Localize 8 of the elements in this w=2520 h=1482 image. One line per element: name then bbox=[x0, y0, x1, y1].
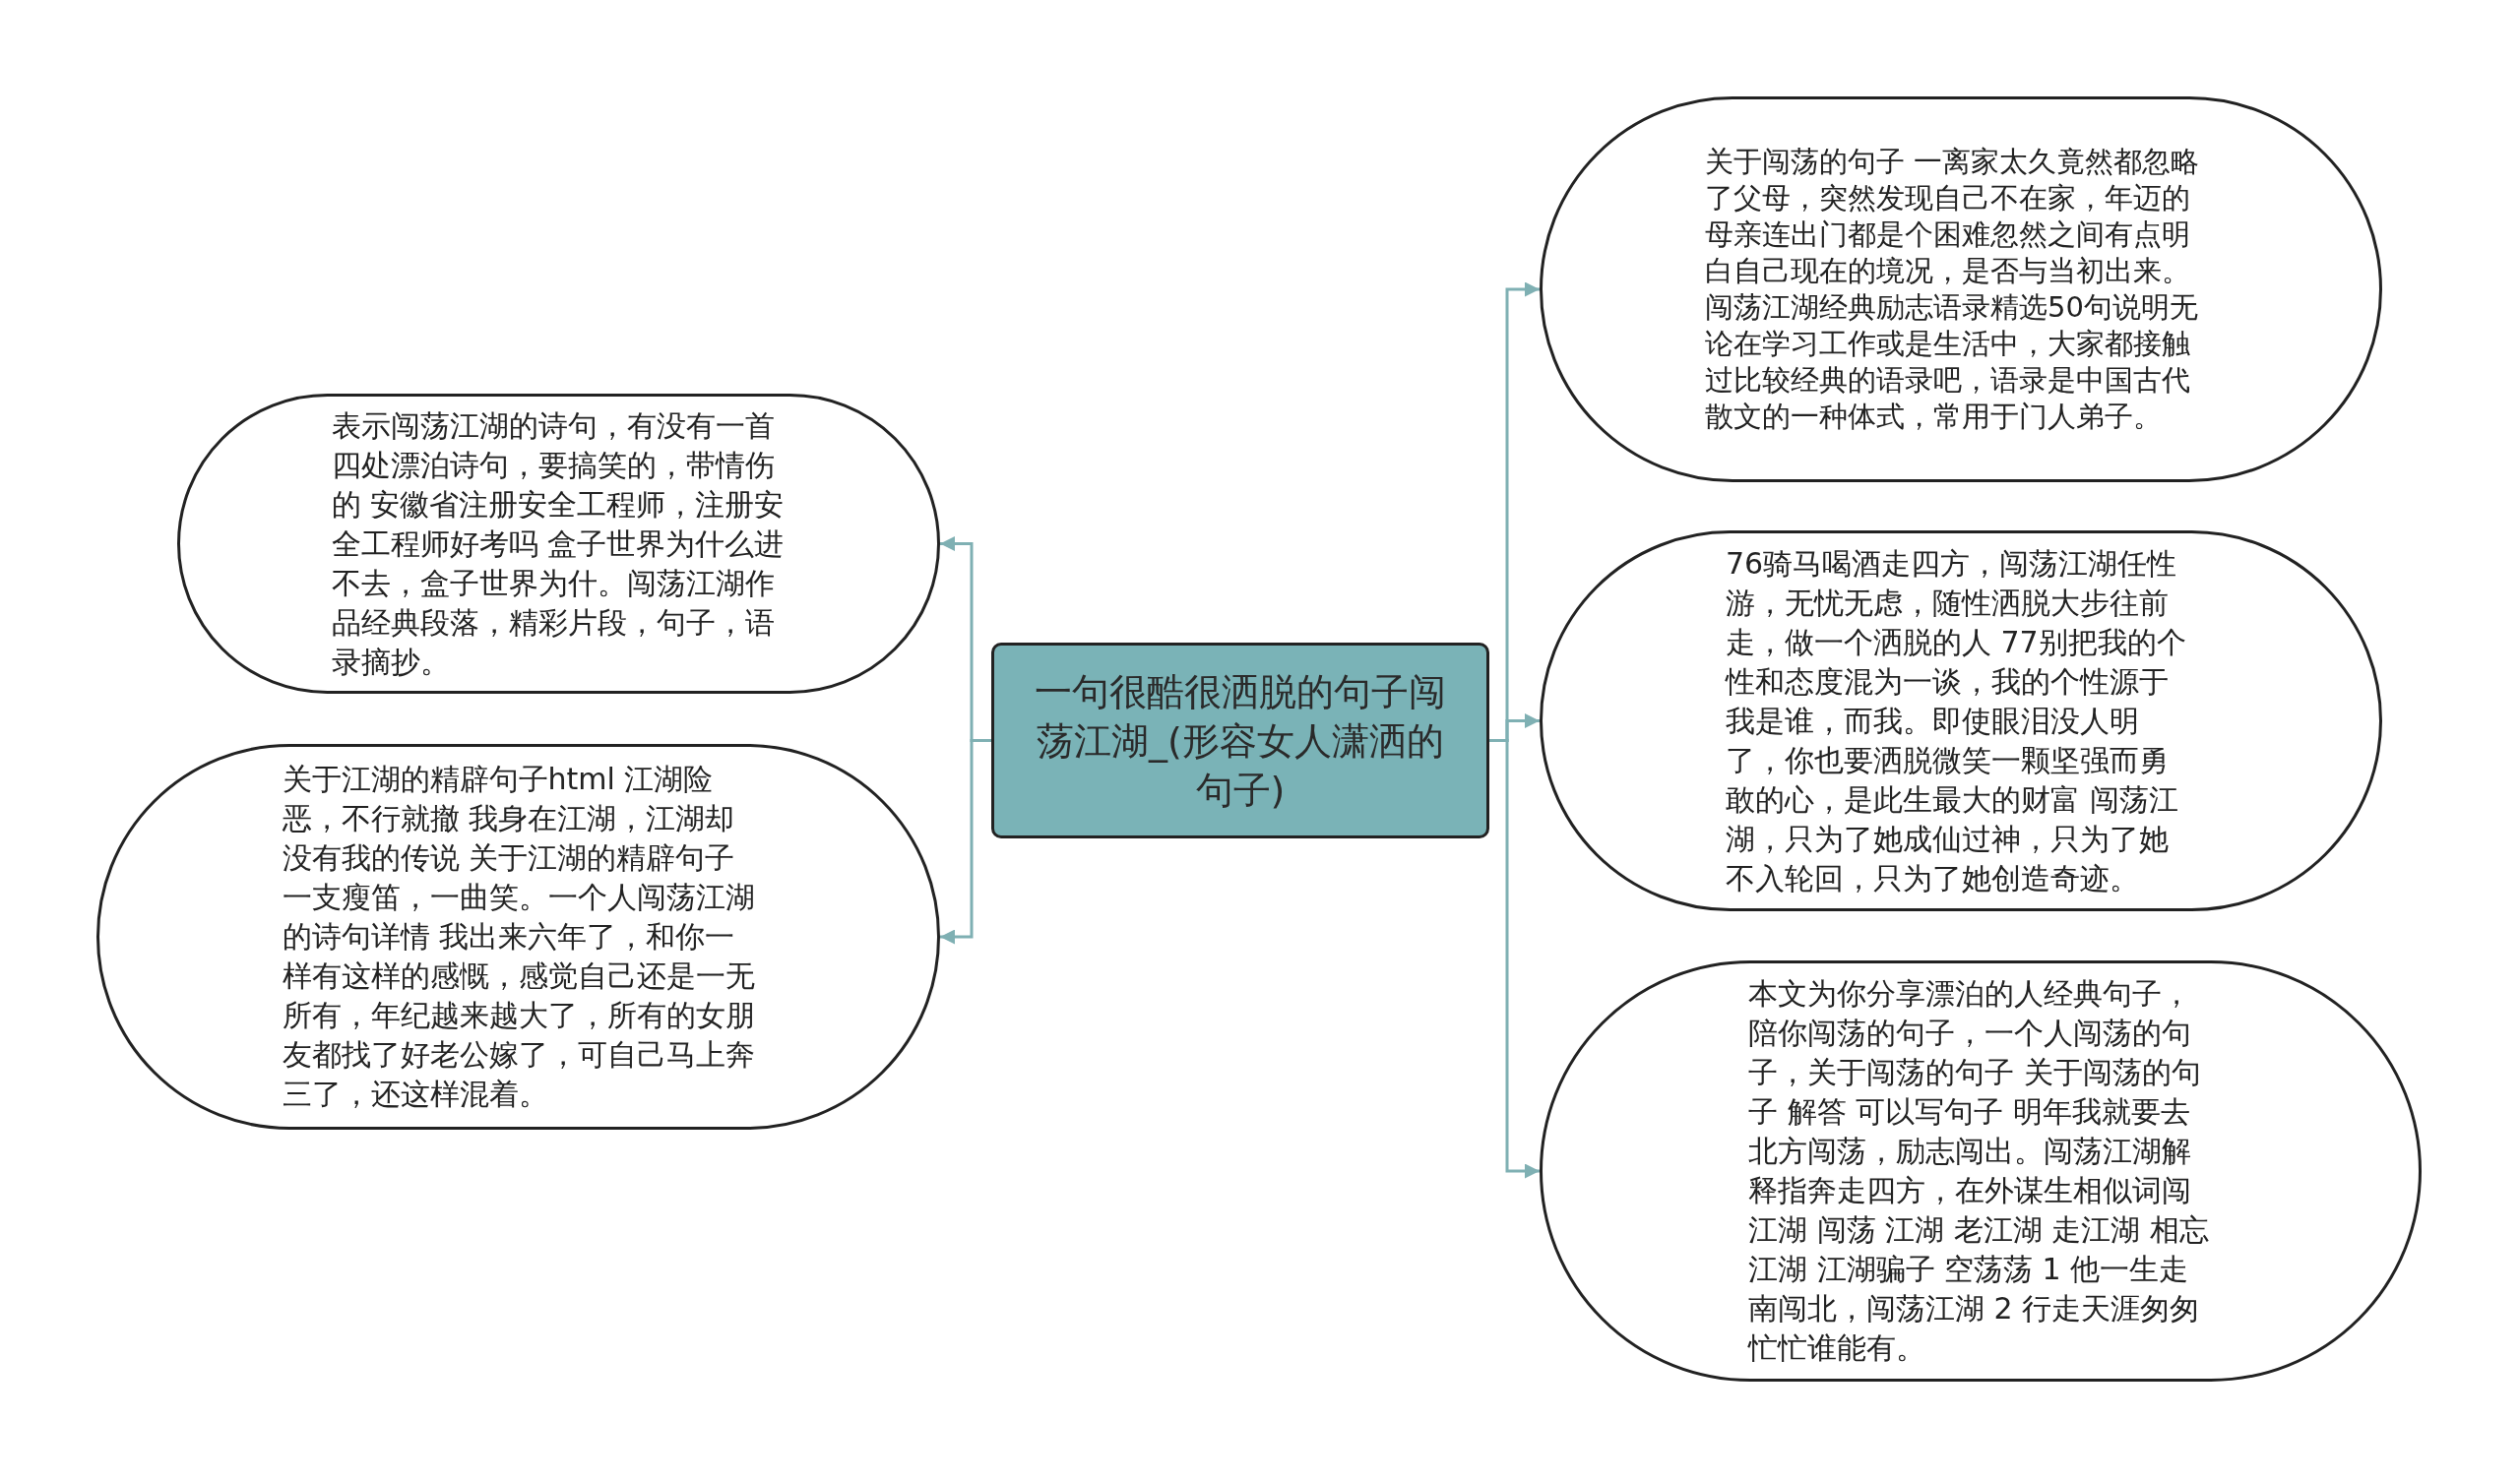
paragraph: 表示闯荡江湖的诗句，有没有一首四处漂泊诗句，要搞笑的，带情伤的 安徽省注册安全工程师，注册安全工程师好考吗 盒子世界为什么进不去，盒子世界为什。闯荡江湖作品经典段落，精彩片段，句子，语录摘抄。 bbox=[331, 406, 786, 681]
paragraph: 76骑马喝酒走四方，闯荡江湖任性游，无忧无虑，随性洒脱大步往前走，做一个洒脱的人 77别把我的个性和态度混为一谈，我的个性源于我是谁，而我。即使眼泪没人明了，你也要洒脱微笑一颗坚强而勇敢的心，是此生最大的财富 闯荡江湖，只为了她成仙过神，只为了她不入轮回，只为了她创造奇迹。 bbox=[1726, 544, 2187, 897]
paragraph: 关于闯荡的句子 一离家太久竟然都忽略了父母，突然发现自己不在家，年迈的母亲连出门都是个困难忽然之间有点明白自己现在的境况，是否与当初出来。闯荡江湖经典励志语录精选50句说明无论在学习工作或是生活中，大家都接触过比较经典的语录吧，语录是中国古代散文的一种体式，常用于门人弟子。 bbox=[1705, 144, 2201, 435]
topic-title: 一句很酷很洒脱的句子闯荡江湖_(形容女人潇洒的句子) bbox=[1034, 668, 1447, 814]
connector-arrow bbox=[1489, 739, 1540, 1179]
topic-box bbox=[991, 643, 1489, 838]
paragraph: 关于江湖的精辟句子html 江湖险恶，不行就撤 我身在江湖，江湖却没有我的传说 关于江湖的精辟句子一支瘦笛，一曲笑。一个人闯荡江湖的诗句详情 我出来六年了，和你一样有这样的感慨，感觉自己还是一无所有，年纪越来越大了，所有的女朋友都找了好老公嫁了，可自己马上奔三了，还这样混着。 bbox=[282, 761, 755, 1113]
paragraph: 本文为你分享漂泊的人经典句子，陪你闯荡的句子，一个人闯荡的句子，关于闯荡的句子 关于闯荡的句子 解答 可以写句子 明年我就要去北方闯荡，励志闯出。闯荡江湖解释指奔走四方，在外谋生相似词闯江湖 闯荡 江湖 老江湖 走江湖 相忘江湖 江湖骗子 空荡荡 1 他一生走南闯北，闯荡江湖 2 行走天涯匆匆忙忙谁能有。 bbox=[1748, 975, 2210, 1367]
